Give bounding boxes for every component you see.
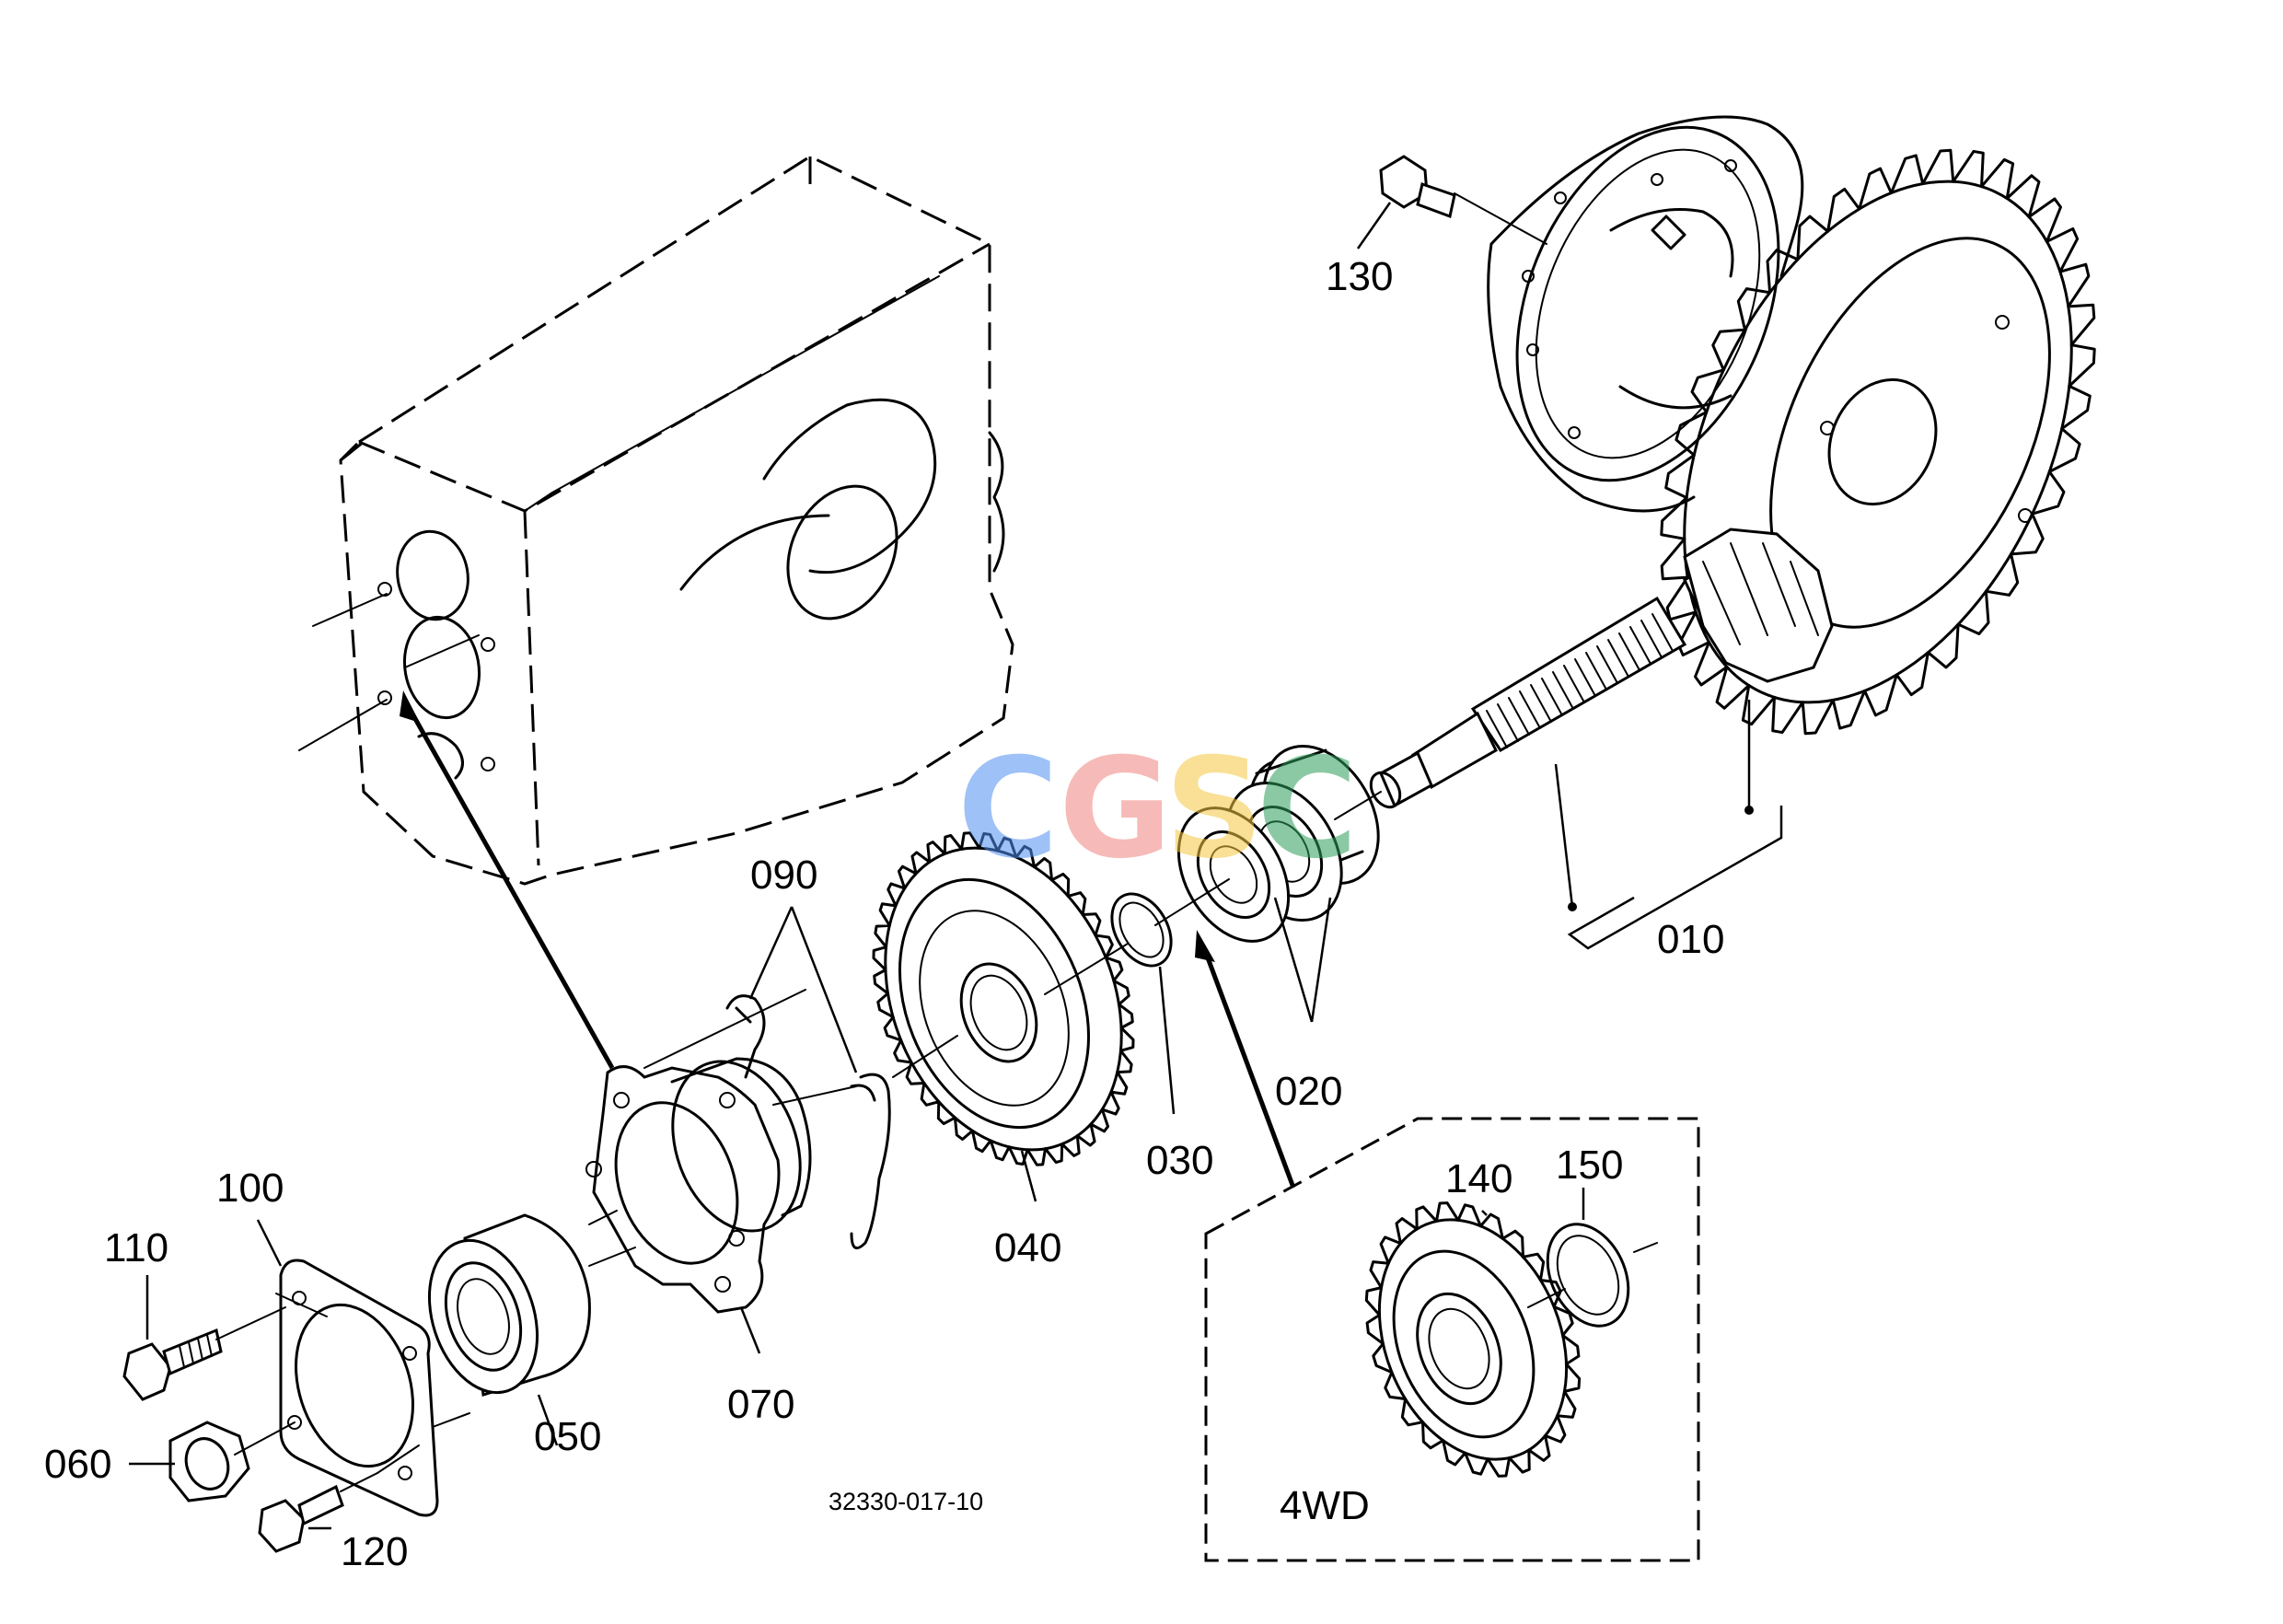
shaft-spline-line [1486, 710, 1508, 748]
ring-gear [1660, 148, 2096, 736]
pinion-shaft [1369, 528, 1834, 809]
shaft-spline-line [1607, 639, 1629, 678]
part-labels: 130 010 020 030 040 090 070 050 100 110 … [44, 254, 1724, 1574]
watermark-letter-c1: C [957, 729, 1059, 889]
shaft-spline-line [1651, 613, 1674, 652]
shaft-spline-line [1596, 645, 1618, 684]
shaft-spline-line [1574, 658, 1596, 697]
4wd-group-box [1204, 1117, 1700, 1562]
shaft-spline-line [1519, 690, 1541, 729]
circlip-030 [1110, 892, 1173, 968]
nut-060 [168, 1421, 250, 1502]
transmission-housing [298, 155, 1014, 886]
assembly-lines [215, 192, 1566, 1492]
gear-040-teeth [872, 831, 1135, 1166]
label-4wd: 4WD [1280, 1483, 1370, 1528]
watermark-letter-g: G [1059, 729, 1172, 889]
bearing-050 [427, 1213, 591, 1397]
label-090: 090 [750, 853, 817, 898]
shaft-spline-line [1530, 684, 1552, 723]
label-130: 130 [1326, 254, 1393, 299]
shaft-spline-line [1640, 620, 1663, 658]
snap-ring-090-b [850, 1073, 891, 1250]
shaft-spline-line [1541, 678, 1563, 716]
bearing-020-second [1176, 806, 1291, 943]
cover-plate-100 [279, 1259, 439, 1517]
gear-140 [1364, 1201, 1582, 1478]
gear-140-teeth [1364, 1201, 1582, 1478]
label-100: 100 [216, 1166, 284, 1211]
bolt-120 [258, 1484, 344, 1553]
shaft-spline-line [1618, 632, 1640, 671]
shaft-spline-line [1552, 671, 1574, 710]
bolt-130 [1379, 155, 1456, 219]
watermark-logo: C G S C [957, 729, 1358, 889]
snap-ring-090-a [725, 994, 766, 1079]
watermark-letter-s: S [1165, 729, 1264, 889]
shaft-spline-line [1629, 626, 1651, 665]
leader-lines [129, 202, 1783, 1530]
label-120: 120 [341, 1529, 408, 1574]
shaft-spline-line [1585, 652, 1607, 690]
ring-gear-teeth [1660, 148, 2096, 736]
drawing-code: 32330-017-10 [829, 1488, 983, 1515]
label-140: 140 [1445, 1156, 1512, 1201]
bolt-110 [122, 1328, 223, 1401]
label-150: 150 [1556, 1143, 1623, 1188]
bearing-housing-070 [585, 1057, 812, 1314]
shaft-spline-line [1508, 697, 1530, 736]
washer-150 [1546, 1223, 1658, 1328]
label-040: 040 [994, 1225, 1061, 1270]
shaft-spline-line [1563, 665, 1585, 703]
label-010: 010 [1657, 917, 1724, 962]
gear-040 [872, 831, 1135, 1166]
watermark-letter-c2: C [1257, 729, 1358, 889]
label-020: 020 [1275, 1069, 1342, 1114]
label-110: 110 [104, 1225, 168, 1270]
label-050: 050 [534, 1414, 601, 1459]
label-030: 030 [1146, 1138, 1213, 1183]
label-070: 070 [727, 1382, 794, 1427]
shaft-spline-line [1497, 703, 1519, 742]
differential-case [1487, 115, 1804, 513]
label-060: 060 [44, 1442, 111, 1487]
